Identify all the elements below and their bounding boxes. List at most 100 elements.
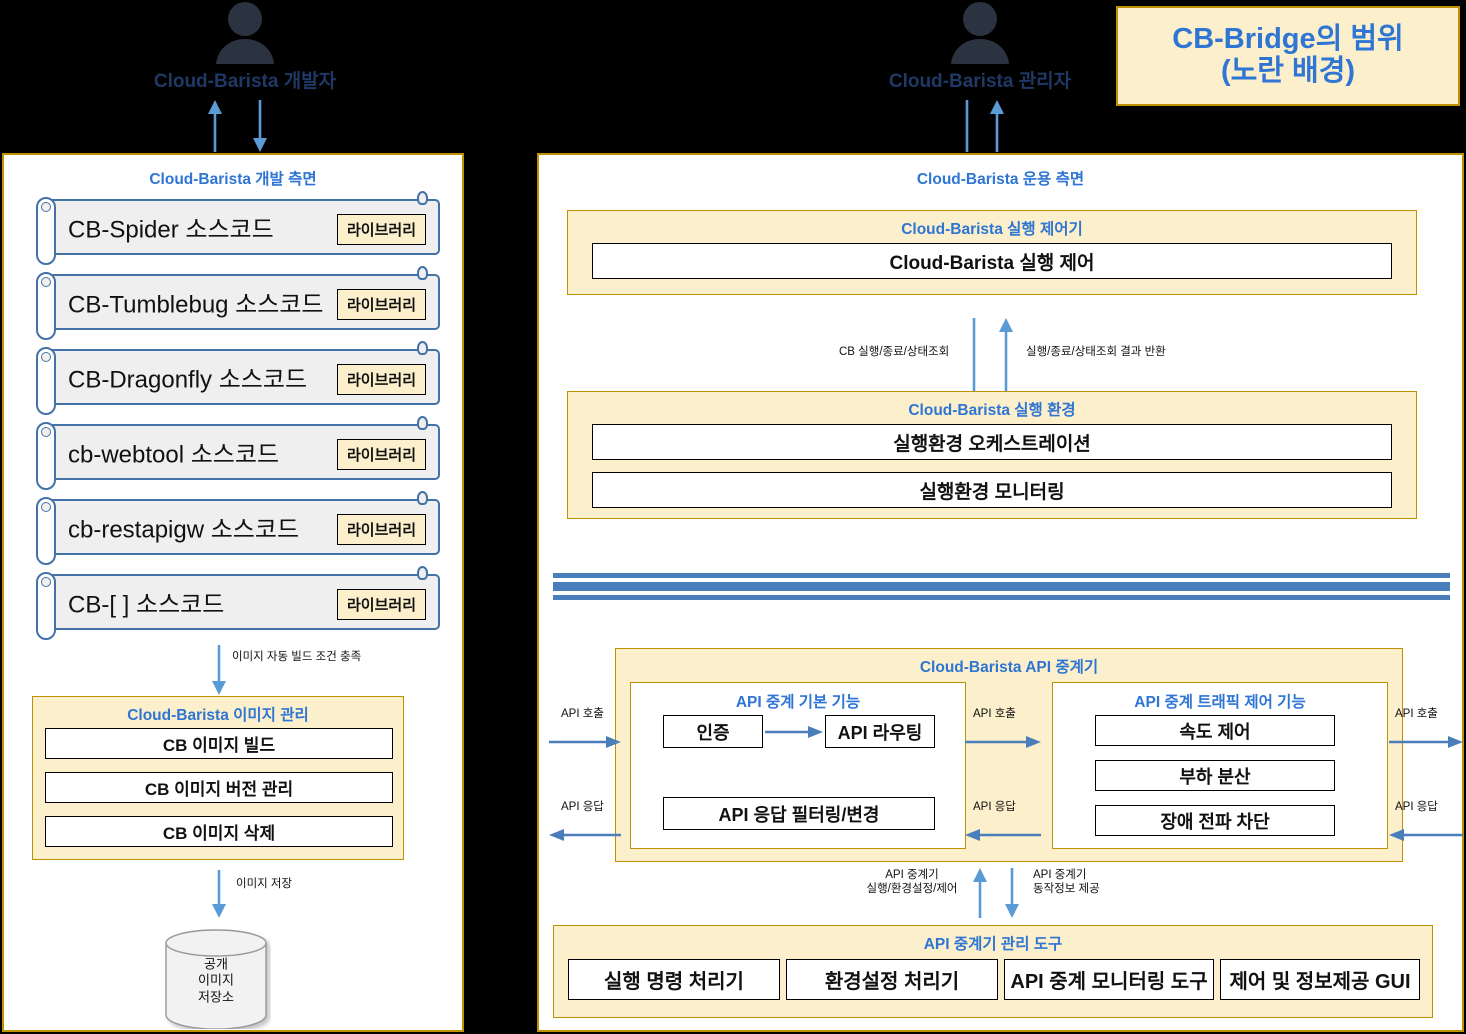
actor-operator-label: Cloud-Barista 관리자 (888, 71, 1072, 92)
api-response-arrow-left (549, 829, 621, 841)
mgmt-arrow-down-label: API 중계기 동작정보 제공 (1033, 868, 1153, 897)
actor-operator: Cloud-Barista 관리자 (885, 2, 1075, 97)
source-item-label: CB-Spider 소스코드 (68, 216, 274, 244)
library-badge: 라이브러리 (337, 439, 427, 470)
api-traffic-control-panel: API 중계 트래픽 제어 기능 속도 제어 부하 분산 장애 전파 차단 (1052, 682, 1388, 849)
config-processor-box[interactable]: 환경설정 처리기 (786, 959, 998, 1000)
api-response-label-left: API 응답 (561, 801, 604, 813)
mgmt-up-line1: API 중계기 (885, 869, 939, 881)
api-basic-functions-title: API 중계 기본 기능 (735, 694, 861, 711)
execution-control-box[interactable]: Cloud-Barista 실행 제어 (592, 243, 1392, 279)
scroll-curl-icon (36, 272, 56, 340)
load-balancing-box[interactable]: 부하 분산 (1095, 760, 1335, 791)
api-call-arrow-middle (965, 736, 1041, 748)
execution-controller-title: Cloud-Barista 실행 제어기 (901, 221, 1083, 238)
image-version-box[interactable]: CB 이미지 버전 관리 (45, 772, 393, 803)
controller-arrow-up-label: 실행/종료/상태조회 결과 반환 (1026, 346, 1166, 358)
actor-developer: Cloud-Barista 개발자 (150, 2, 340, 97)
repository-label: 공개 이미지 저장소 (198, 956, 234, 1005)
control-info-gui-box[interactable]: 제어 및 정보제공 GUI (1220, 959, 1420, 1000)
store-arrow (212, 870, 226, 918)
section-divider-bar-middle (553, 582, 1450, 591)
mgmt-arrow-up-label: API 중계기 실행/환경설정/제어 (857, 868, 967, 897)
library-badge: 라이브러리 (337, 364, 427, 395)
scroll-curl-icon (36, 347, 56, 415)
auth-box[interactable]: 인증 (663, 715, 763, 748)
developer-arrow-down (253, 100, 267, 152)
development-panel: Cloud-Barista 개발 측면 CB-Spider 소스코드 라이브러리… (2, 153, 464, 1032)
api-call-label-left: API 호출 (561, 708, 604, 720)
scroll-curl-icon (36, 572, 56, 640)
section-divider-bar-bottom (553, 595, 1450, 600)
image-management-panel: Cloud-Barista 이미지 관리 CB 이미지 빌드 CB 이미지 버전… (32, 696, 404, 860)
legend-box: CB-Bridge의 범위 (노란 배경) (1116, 6, 1460, 106)
source-item-label: cb-restapigw 소스코드 (68, 516, 300, 544)
controller-arrow-down-label: CB 실행/종료/상태조회 (839, 346, 950, 358)
api-call-label-right: API 호출 (1395, 708, 1438, 720)
api-response-arrow-right (1389, 829, 1463, 841)
scroll-tab-icon (417, 491, 428, 505)
api-basic-functions-panel: API 중계 기본 기능 인증 API 라우팅 API 응답 필터링/변경 (630, 682, 966, 849)
scroll-curl-icon (36, 197, 56, 265)
scroll-tab-icon (417, 566, 428, 580)
source-item-label: CB-Tumblebug 소스코드 (68, 291, 324, 319)
legend-line-2: (노란 배경) (1220, 55, 1356, 87)
image-delete-box[interactable]: CB 이미지 삭제 (45, 816, 393, 847)
source-item-cb-dragonfly[interactable]: CB-Dragonfly 소스코드 (36, 341, 440, 415)
image-management-title: Cloud-Barista 이미지 관리 (127, 707, 309, 724)
execution-environment-title: Cloud-Barista 실행 환경 (908, 402, 1076, 419)
scroll-tab-icon (417, 266, 428, 280)
api-relay-mgmt-tools-panel: API 중계기 관리 도구 실행 명령 처리기 환경설정 처리기 API 중계 … (553, 925, 1433, 1018)
operator-arrow-down (965, 100, 969, 152)
scroll-curl-icon (36, 497, 56, 565)
api-routing-box[interactable]: API 라우팅 (825, 715, 935, 748)
source-item-label: CB-[ ] 소스코드 (68, 591, 225, 619)
scroll-tab-icon (417, 416, 428, 430)
developer-arrow-up (208, 100, 222, 152)
library-badge: 라이브러리 (337, 214, 427, 245)
exec-command-processor-box[interactable]: 실행 명령 처리기 (568, 959, 780, 1000)
scroll-tab-icon (417, 191, 428, 205)
api-call-arrow-left (549, 736, 621, 748)
api-traffic-control-title: API 중계 트래픽 제어 기능 (1134, 694, 1306, 711)
api-response-label-right: API 응답 (1395, 801, 1438, 813)
api-relay-panel: Cloud-Barista API 중계기 API 중계 기본 기능 인증 AP… (615, 648, 1403, 862)
operation-panel-title: Cloud-Barista 운용 측면 (916, 171, 1085, 188)
section-divider-bar-top (553, 573, 1450, 578)
api-response-label-middle: API 응답 (973, 801, 1016, 813)
api-relay-title: Cloud-Barista API 중계기 (919, 659, 1099, 676)
env-orchestration-box[interactable]: 실행환경 오케스트레이션 (592, 424, 1392, 460)
api-response-arrow-middle (965, 829, 1041, 841)
api-call-label-middle: API 호출 (973, 708, 1016, 720)
build-arrow (212, 645, 226, 695)
env-monitoring-box[interactable]: 실행환경 모니터링 (592, 472, 1392, 508)
operator-arrow-up (990, 100, 1004, 152)
fault-isolation-box[interactable]: 장애 전파 차단 (1095, 805, 1335, 836)
source-item-label: CB-Dragonfly 소스코드 (68, 366, 308, 394)
auth-to-routing-arrow (765, 726, 823, 738)
rate-control-box[interactable]: 속도 제어 (1095, 715, 1335, 746)
public-image-repository: 공개 이미지 저장소 (161, 929, 271, 1030)
cylinder-icon (165, 929, 267, 1030)
execution-environment-panel: Cloud-Barista 실행 환경 실행환경 오케스트레이션 실행환경 모니… (567, 391, 1417, 519)
mgmt-tools-title: API 중계기 관리 도구 (923, 936, 1063, 953)
mgmt-up-line2: 실행/환경설정/제어 (866, 883, 958, 896)
source-item-label: cb-webtool 소스코드 (68, 441, 280, 469)
api-call-arrow-right (1389, 736, 1463, 748)
library-badge: 라이브러리 (337, 589, 427, 620)
scroll-curl-icon (36, 422, 56, 490)
library-badge: 라이브러리 (337, 289, 427, 320)
mgmt-down-line1: API 중계기 (1033, 869, 1087, 881)
legend-line-1: CB-Bridge의 범위 (1172, 22, 1404, 55)
actor-developer-label: Cloud-Barista 개발자 (153, 71, 337, 92)
operation-panel: Cloud-Barista 운용 측면 Cloud-Barista 실행 제어기… (537, 153, 1464, 1032)
mgmt-down-line2: 동작정보 제공 (1033, 883, 1100, 896)
mgmt-arrow-up (973, 868, 987, 918)
store-arrow-label: 이미지 저장 (236, 878, 293, 890)
api-monitoring-tool-box[interactable]: API 중계 모니터링 도구 (1004, 959, 1214, 1000)
image-build-box[interactable]: CB 이미지 빌드 (45, 728, 393, 759)
library-badge: 라이브러리 (337, 514, 427, 545)
api-response-filter-box[interactable]: API 응답 필터링/변경 (663, 797, 935, 830)
development-panel-title: Cloud-Barista 개발 측면 (149, 171, 317, 188)
